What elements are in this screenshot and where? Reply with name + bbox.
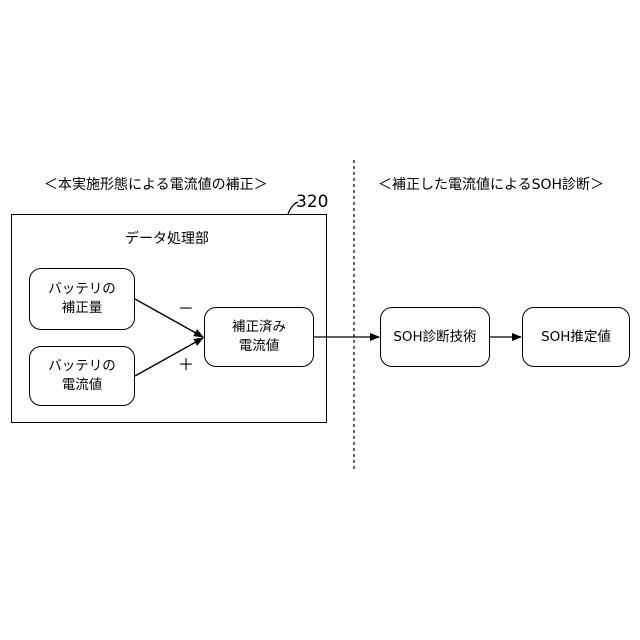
reference-leader-line — [288, 202, 298, 214]
box-line: SOH推定値 — [541, 328, 611, 347]
minus-sign: － — [178, 300, 194, 318]
corrected-current-value-box: 補正済み 電流値 — [204, 307, 314, 367]
soh-diagnosis-technique-box: SOH診断技術 — [380, 307, 490, 367]
plus-sign: ＋ — [178, 356, 194, 374]
box-line: バッテリの — [48, 280, 116, 299]
box-line: 電流値 — [62, 376, 103, 395]
box-line: 補正済み — [232, 318, 286, 337]
box-line: 電流値 — [239, 337, 280, 356]
battery-current-value-box: バッテリの 電流値 — [29, 346, 135, 406]
box-line: SOH診断技術 — [393, 328, 476, 347]
soh-estimate-box: SOH推定値 — [522, 307, 630, 367]
battery-correction-amount-box: バッテリの 補正量 — [29, 268, 135, 330]
box-line: 補正量 — [62, 299, 103, 318]
box-line: バッテリの — [48, 357, 116, 376]
